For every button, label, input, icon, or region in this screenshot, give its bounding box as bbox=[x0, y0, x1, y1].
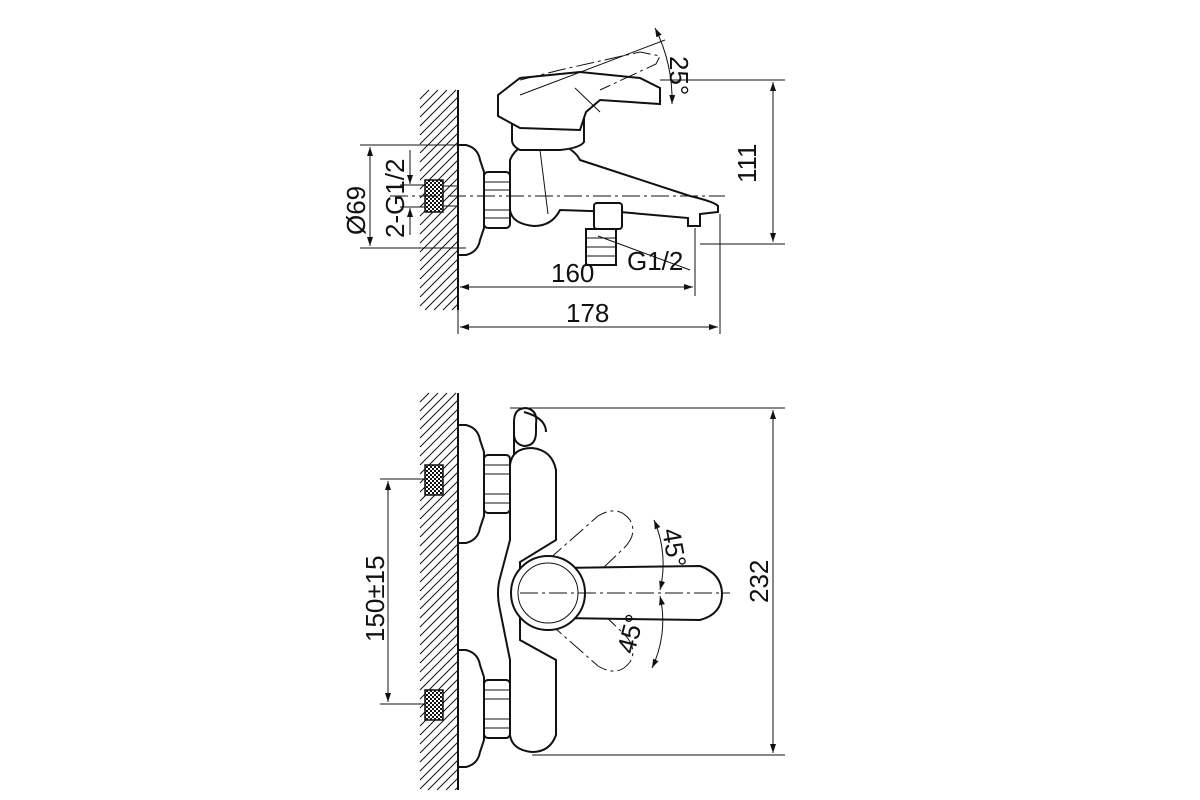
hatch-line bbox=[419, 231, 459, 271]
lever-handle-down-45 bbox=[547, 591, 634, 672]
hatch-line bbox=[419, 267, 459, 307]
hatch-line bbox=[419, 213, 459, 253]
shower-hook bbox=[513, 406, 538, 455]
hatch-line bbox=[419, 498, 459, 538]
hatch-line bbox=[419, 105, 459, 145]
hatch-line bbox=[419, 561, 459, 601]
hatch-line bbox=[454, 786, 459, 791]
angle-25-label: 25° bbox=[664, 56, 694, 95]
inlet-thread-label: 2-G1/2 bbox=[380, 159, 410, 239]
hatch-line bbox=[419, 597, 459, 637]
hatch-line bbox=[419, 606, 459, 646]
outlet-thread-label: G1/2 bbox=[627, 246, 683, 276]
hatch-line bbox=[419, 258, 459, 298]
hatch-line bbox=[419, 392, 439, 412]
hatch-line bbox=[419, 615, 459, 655]
wall-flange-lower bbox=[457, 649, 485, 768]
lever-handle-raised bbox=[519, 51, 661, 91]
hatch-line bbox=[419, 489, 459, 529]
hatch-line bbox=[419, 651, 459, 691]
angle-45-up-label: 45° bbox=[656, 526, 692, 570]
inlet-fitting-lower bbox=[424, 689, 444, 721]
lever-handle-side bbox=[497, 70, 661, 132]
hatch-line bbox=[419, 570, 459, 610]
hatch-line bbox=[419, 399, 459, 439]
outlet-distance-label: 160 bbox=[551, 258, 594, 288]
hatch-line bbox=[419, 480, 459, 520]
hatch-line bbox=[419, 408, 459, 448]
hatch-line bbox=[419, 507, 459, 547]
hatch-line bbox=[442, 294, 459, 311]
hatch-line bbox=[419, 222, 459, 262]
connection-nut-side bbox=[483, 171, 511, 229]
hatch-line bbox=[419, 426, 459, 466]
hatch-line bbox=[419, 723, 459, 763]
hatch-line bbox=[419, 534, 459, 574]
hatch-line bbox=[424, 276, 459, 311]
faucet-body-front bbox=[497, 446, 557, 754]
hatch-line bbox=[419, 642, 459, 682]
hatch-line bbox=[419, 141, 459, 181]
hatch-line bbox=[419, 89, 430, 100]
hatch-line bbox=[419, 552, 459, 592]
hatch-line bbox=[436, 768, 459, 791]
connection-nut-upper bbox=[483, 454, 511, 514]
hatch-line bbox=[419, 732, 459, 772]
flange-diameter-label: Ø69 bbox=[341, 186, 371, 235]
hatch-line bbox=[419, 96, 459, 136]
wall-hatching-bottom bbox=[419, 392, 459, 791]
hatch-line bbox=[419, 588, 459, 628]
hatch-line bbox=[419, 633, 459, 673]
hatch-line bbox=[419, 123, 459, 163]
hatch-line bbox=[419, 132, 459, 172]
hatch-line bbox=[419, 204, 459, 244]
hatch-line bbox=[419, 89, 439, 109]
hatch-line bbox=[419, 392, 430, 403]
hatch-line bbox=[419, 114, 459, 154]
hatch-line bbox=[451, 303, 459, 311]
hatch-line bbox=[419, 750, 459, 790]
hatch-line bbox=[419, 392, 457, 430]
hatch-line bbox=[419, 89, 457, 127]
hatch-line bbox=[433, 285, 459, 311]
hatch-line bbox=[419, 249, 459, 289]
wall-flange-upper bbox=[457, 424, 485, 544]
wall-flange-side bbox=[457, 144, 485, 256]
diverter-side bbox=[585, 202, 623, 266]
side-view: 25° 111 Ø69 2-G1/2 G1/2 160 178 bbox=[341, 27, 785, 334]
hatch-line bbox=[419, 516, 459, 556]
connection-nut-lower bbox=[483, 679, 511, 739]
inlet-spacing-label: 150±15 bbox=[360, 555, 390, 642]
height-232-label: 232 bbox=[744, 560, 774, 603]
hatch-line bbox=[419, 543, 459, 583]
total-depth-label: 178 bbox=[566, 298, 609, 328]
hatch-line bbox=[419, 89, 448, 118]
hatch-line bbox=[419, 579, 459, 619]
hatch-line bbox=[419, 392, 448, 421]
hatch-line bbox=[419, 525, 459, 565]
inlet-fitting-upper bbox=[424, 464, 444, 496]
lever-handle-up-45 bbox=[547, 510, 634, 591]
front-view: 45° 45° 232 150±15 bbox=[360, 392, 785, 791]
hatch-line bbox=[427, 759, 459, 791]
height-111-label: 111 bbox=[732, 143, 762, 183]
hatch-line bbox=[419, 240, 459, 280]
hatch-line bbox=[419, 714, 459, 754]
hatch-line bbox=[419, 624, 459, 664]
hatch-line bbox=[419, 195, 459, 235]
hatch-line bbox=[419, 417, 459, 457]
hatch-line bbox=[445, 777, 459, 791]
hatch-line bbox=[419, 705, 459, 745]
hatch-line bbox=[419, 741, 459, 781]
